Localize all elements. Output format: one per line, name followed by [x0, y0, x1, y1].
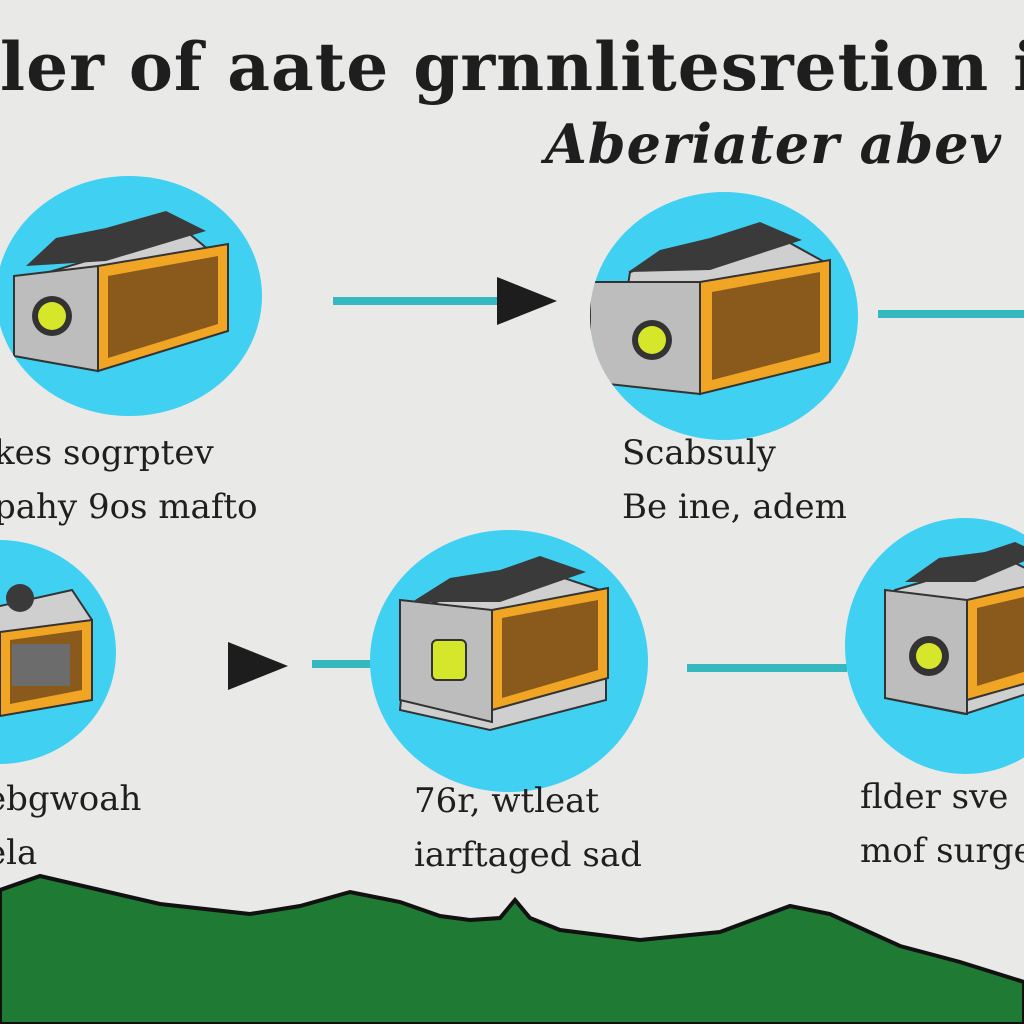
battery-box-icon: [13, 211, 229, 373]
step-caption-5-line2: mof surge: [860, 831, 1024, 871]
step-node-5: [845, 518, 1024, 774]
step-caption-5: flder sve mof surge: [860, 770, 1024, 878]
step-caption-4-line1: 76r, wtleat: [414, 781, 600, 821]
step-caption-5-line1: flder sve: [860, 777, 1009, 817]
step-node-4: [370, 530, 648, 792]
battery-box-icon: [590, 222, 831, 396]
battery-box-icon: [0, 584, 93, 718]
step-caption-4-line2: iarftaged sad: [414, 835, 642, 875]
step-caption-3: ebgwoah ela: [0, 772, 141, 880]
connector-2: [878, 310, 1024, 318]
step-caption-1: kes sogrptev pahy 9os mafto: [0, 426, 258, 534]
arrow-right-icon: [497, 277, 557, 325]
step-caption-1-line1: kes sogrptev: [0, 433, 214, 473]
step-caption-1-line2: pahy 9os mafto: [0, 487, 258, 527]
step-caption-2: Scabsuly Be ine, adem: [622, 426, 847, 534]
arrow-right-icon: [228, 642, 288, 690]
connector-1: [333, 297, 503, 305]
ground-mountains: [0, 873, 1024, 1024]
battery-box-icon: [883, 542, 1024, 716]
step-caption-3-line1: ebgwoah: [0, 779, 142, 819]
step-caption-2-line1: Scabsuly: [622, 433, 776, 473]
diagram-subtitle: Aberiater abev: [545, 112, 1002, 176]
step-caption-4: 76r, wtleat iarftaged sad: [414, 774, 642, 882]
diagram-title: ler of aate grnnlitesretion in hergaaler: [0, 28, 1024, 106]
connector-3: [312, 660, 372, 668]
step-node-1: [0, 176, 262, 416]
step-caption-2-line2: Be ine, adem: [622, 487, 847, 527]
step-caption-3-line2: ela: [0, 833, 38, 873]
battery-box-icon: [398, 556, 609, 732]
step-node-3: [0, 540, 116, 764]
step-node-2: [590, 192, 858, 440]
connector-4: [687, 664, 847, 672]
